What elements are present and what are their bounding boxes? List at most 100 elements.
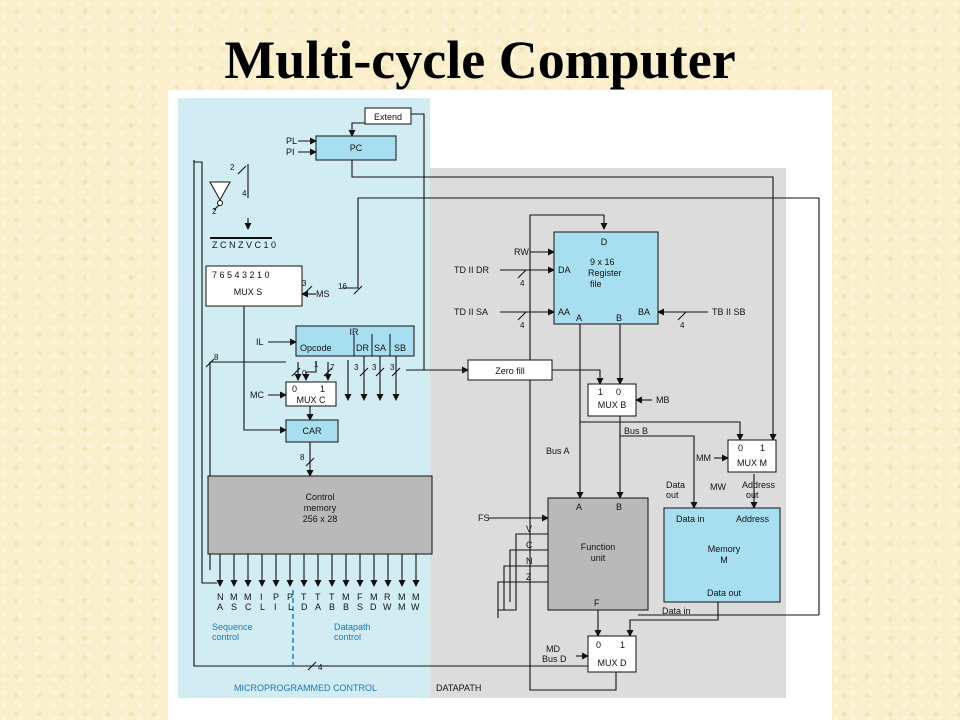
field-md-1: M: [370, 592, 378, 602]
field-mm-2: M: [398, 602, 406, 612]
memory-m: [663, 507, 781, 603]
register-file-da: DA: [558, 265, 571, 275]
field-pl-1: P: [287, 592, 293, 602]
tb-sb-label: TB II SB: [712, 307, 746, 317]
slide-title: Multi-cycle Computer: [224, 30, 736, 90]
datapath-label: DATAPATH: [436, 683, 481, 693]
field-tb-1: T: [329, 592, 335, 602]
memory-line-1: Memory: [708, 544, 741, 554]
sequence-control-line-1: Sequence: [212, 622, 253, 632]
mux-m-select-label: MM: [696, 453, 711, 463]
control-field-labels: N A M S M C I L P I P L T D T A T B M B …: [217, 592, 420, 612]
status-count-top: 2: [230, 163, 235, 172]
mux-s-label: MUX S: [234, 287, 263, 297]
multi-cycle-computer-diagram: Extend PC PL PI 2 4 2 Z C N Z V C 1 0 7 …: [168, 90, 832, 720]
mux-c-width-1: 1: [314, 360, 319, 369]
memory-data-out-top-1: Data: [666, 480, 685, 490]
field-ms-1: M: [230, 592, 238, 602]
flag-v: V: [526, 524, 532, 534]
field-rw-1: R: [384, 592, 391, 602]
bus-a-label: Bus A: [546, 446, 570, 456]
ir-width-sb: 3: [390, 363, 395, 372]
function-select-label: FS: [478, 513, 490, 523]
car-width: 8: [300, 453, 305, 462]
mux-m-input-1: 1: [760, 443, 765, 453]
mux-s-select-label: MS: [316, 289, 330, 299]
td-sa-label: TD II SA: [454, 307, 488, 317]
function-unit-f: F: [594, 598, 600, 608]
car-label: CAR: [302, 426, 322, 436]
mux-c-label: MUX C: [297, 395, 327, 405]
function-unit-a: A: [576, 502, 582, 512]
ir-field-dr: DR: [356, 343, 369, 353]
field-ta-1: T: [315, 592, 321, 602]
field-mb-1: M: [342, 592, 350, 602]
mux-b-input-1: 1: [598, 387, 603, 397]
mux-s-inputs: 7 6 5 4 3 2 1 0: [212, 270, 270, 280]
field-md-2: D: [370, 602, 377, 612]
control-memory: [207, 475, 433, 555]
register-file-a: A: [576, 313, 582, 323]
field-mw-1: M: [412, 592, 420, 602]
field-fs-1: F: [357, 592, 363, 602]
register-file-ba: BA: [638, 307, 650, 317]
ir-field-sb: SB: [394, 343, 406, 353]
mux-c-select-label: MC: [250, 390, 264, 400]
memory-write-label: MW: [710, 482, 726, 492]
mux-m: [727, 439, 777, 473]
control-memory-line-2: memory: [304, 503, 337, 513]
ba-width: 4: [680, 321, 685, 330]
mux-d-select-2: Bus D: [542, 654, 567, 664]
car-register: [285, 419, 339, 443]
register-write-label: RW: [514, 247, 529, 257]
pc-label: PC: [350, 143, 363, 153]
mux-d-input-0: 0: [596, 640, 601, 650]
control-output-arrows: [216, 554, 420, 587]
zero-fill: [467, 359, 553, 381]
extend-box: [364, 107, 412, 125]
field-il-2: L: [260, 602, 265, 612]
mux-b: [587, 383, 637, 417]
td-dr-label: TD II DR: [454, 265, 489, 275]
field-mc-2: C: [245, 602, 252, 612]
memory-data-in-bottom: Data in: [662, 606, 691, 616]
mux-m-label: MUX M: [737, 458, 767, 468]
mux-c-input-0: 0: [292, 384, 297, 394]
control-memory-line-3: 256 x 28: [303, 514, 338, 524]
da-width: 4: [520, 279, 525, 288]
mux-b-input-0: 0: [616, 387, 621, 397]
mux-d-label: MUX D: [598, 658, 628, 668]
function-unit-line-1: Function: [581, 542, 616, 552]
mux-c-width-0: 0: [302, 369, 307, 378]
register-file-aa: AA: [558, 307, 570, 317]
wires: [193, 113, 820, 691]
status-count-right: 4: [242, 189, 247, 198]
control-memory-line-1: Control: [305, 492, 334, 502]
field-na-1: N: [217, 592, 224, 602]
ir-field-opcode: Opcode: [300, 343, 332, 353]
field-il-1: I: [260, 592, 263, 602]
field-td-2: D: [301, 602, 308, 612]
function-unit-line-2: unit: [591, 553, 606, 563]
mux-c-loop-width: 8: [214, 353, 219, 362]
memory-address-out-1: Address: [742, 480, 776, 490]
ir-opcode-width: 7: [330, 363, 335, 372]
inverter-bubble: [217, 200, 223, 206]
register-file-d: D: [601, 237, 608, 247]
memory-data-out-top-2: out: [666, 490, 679, 500]
ir-label: IR: [350, 327, 360, 337]
mux-m-input-0: 0: [738, 443, 743, 453]
memory-address: Address: [736, 514, 770, 524]
field-pi-2: I: [274, 602, 277, 612]
flag-z: Z: [526, 572, 532, 582]
extend-label: Extend: [374, 112, 402, 122]
ir-width-sa: 3: [372, 363, 377, 372]
ir-field-sa: SA: [374, 343, 386, 353]
aa-width: 4: [520, 321, 525, 330]
ir-load-label: IL: [256, 337, 264, 347]
register-file-line-1: 9 x 16: [590, 257, 615, 267]
register-file-b: B: [616, 313, 622, 323]
register-file-line-3: file: [590, 279, 602, 289]
zero-fill-label: Zero fill: [495, 366, 525, 376]
field-rw-2: W: [383, 602, 392, 612]
